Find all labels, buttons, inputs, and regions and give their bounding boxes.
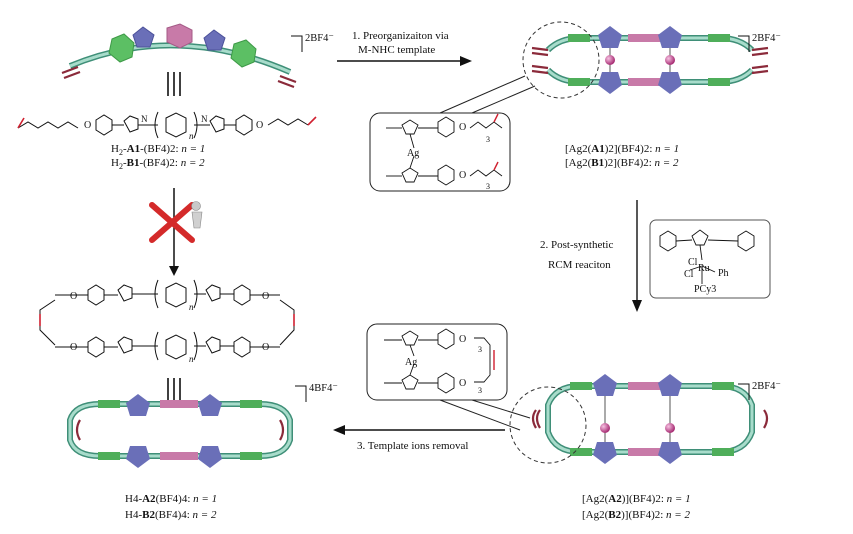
callout2-ag-label: Ag xyxy=(405,357,418,368)
atom-label-o: O xyxy=(262,342,270,353)
catalyst-ph-label: Ph xyxy=(718,268,729,279)
green-hexagon xyxy=(108,33,135,63)
atom-label-o: O xyxy=(256,120,264,131)
grubbs-catalyst-box xyxy=(649,219,771,299)
atom-label-o: O xyxy=(70,342,78,353)
pink-hexagon xyxy=(166,23,193,49)
compound-label-h2-a1: H2-A1-(BF4)2: n = 1 xyxy=(111,143,206,158)
charge-label-bottom-left: 4BF4⁻ xyxy=(309,383,338,394)
step2-label-line2: RCM reaciton xyxy=(548,259,611,271)
charge-label-bottom-right: 2BF4⁻ xyxy=(752,381,781,392)
dimer-cage-cartoon xyxy=(522,21,769,99)
callout2-three-label: 3 xyxy=(478,386,482,395)
compound-label-ag2-b2: [Ag2(B2)](BF4)2: n = 2 xyxy=(582,509,690,521)
step1-label-line2: M-NHC template xyxy=(358,44,436,56)
charge-label-top-right: 2BF4⁻ xyxy=(752,33,781,44)
callout-three-label: 3 xyxy=(486,135,490,144)
equivalence-bars xyxy=(167,378,181,400)
compound-label-ag2-a2: [Ag2(A2)](BF4)2: n = 1 xyxy=(582,493,691,505)
callout2-three-label: 3 xyxy=(478,345,482,354)
ligand-cartoon xyxy=(61,23,297,89)
compound-label-h4-a2: H4-A2(BF4)4: n = 1 xyxy=(125,493,218,505)
ligand-structure xyxy=(17,111,317,139)
callout-o-label: O xyxy=(459,122,467,133)
compound-label-h4-b2: H4-B2(BF4)4: n = 2 xyxy=(125,509,217,521)
compound-label-h2-b1: H2-B1-(BF4)2: n = 2 xyxy=(111,157,205,172)
green-hexagon xyxy=(230,39,257,68)
zoom-callout-bottom xyxy=(366,323,531,431)
step1-label-line1: 1. Preorganizaiton via xyxy=(352,30,449,42)
callout-three-label: 3 xyxy=(486,182,490,191)
macrocycle-structure xyxy=(39,279,295,361)
atom-label-n-sub: n xyxy=(189,354,194,364)
equivalence-bars xyxy=(167,72,181,96)
compound-label-ag2-b1-2: [Ag2(B1)2](BF4)2: n = 2 xyxy=(565,157,679,169)
atom-label-n: N xyxy=(141,114,148,124)
callout2-o-label: O xyxy=(459,378,467,389)
blocked-route-icon xyxy=(149,188,203,276)
callout2-o-label: O xyxy=(459,334,467,345)
atom-label-o: O xyxy=(70,291,78,302)
atom-label-n: N xyxy=(201,114,208,124)
macrocycle-cartoon xyxy=(67,394,293,468)
atom-label-o: O xyxy=(262,291,270,302)
step3-label: 3. Template ions removal xyxy=(357,440,469,452)
callout-o-label: O xyxy=(459,170,467,181)
rcm-cage-cartoon xyxy=(509,374,769,464)
catalyst-pcy3-label: PCy3 xyxy=(694,284,717,295)
callout-ag-label: Ag xyxy=(407,148,420,159)
catalyst-cl-label: Cl xyxy=(684,269,694,280)
atom-label-n-sub: n xyxy=(189,302,194,312)
charge-label-top-left: 2BF4⁻ xyxy=(305,33,334,44)
atom-label-n-sub: n xyxy=(189,131,194,141)
zoom-callout-top xyxy=(369,75,536,192)
atom-label-o: O xyxy=(84,120,92,131)
step2-label-line1: 2. Post-synthetic xyxy=(540,239,614,251)
compound-label-ag2-a1-2: [Ag2(A1)2](BF4)2: n = 1 xyxy=(565,143,680,155)
catalyst-cl-label: Cl xyxy=(688,257,698,268)
catalyst-ru-label: Ru xyxy=(698,263,710,274)
blue-pentagon xyxy=(203,29,226,51)
blue-pentagon xyxy=(132,26,155,48)
